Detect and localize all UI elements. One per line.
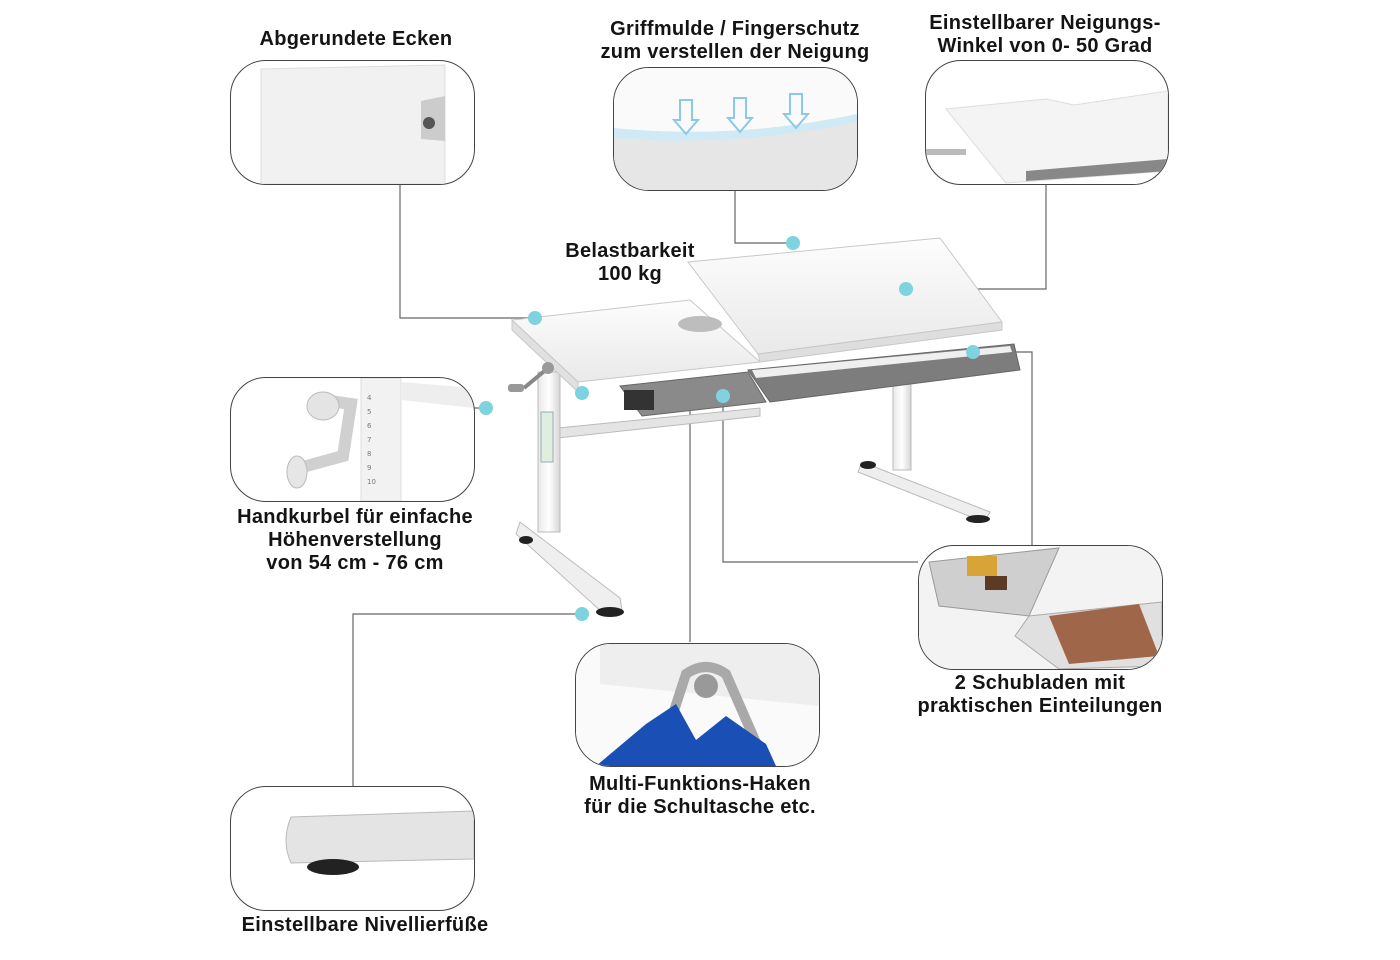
callout-dot-drawer-small [716,389,730,403]
detail-hook [575,643,820,767]
label-leveling-feet: Einstellbare Nivellierfüße [241,914,489,936]
detail-hand-crank: 4 5 6 7 8 9 10 [230,377,475,502]
detail-grip [613,67,858,191]
callout-dot-crank [479,401,493,415]
detail-rounded-corners [230,60,475,185]
scale-mark: 7 [367,436,371,444]
label-grip: Griffmulde / Fingerschutz zum verstellen… [600,18,870,63]
front-leg [515,371,624,617]
down-arrow-icons [671,93,811,136]
detail-drawers [918,545,1163,670]
callout-dot-feet [575,607,589,621]
callout-dot-drawer-large [966,345,980,359]
leader-lines [352,184,1047,786]
label-hook: Multi-Funktions-Haken für die Schultasch… [584,773,816,818]
scale-mark: 9 [367,464,371,472]
height-scale: 4 5 6 7 8 9 10 [367,394,376,486]
callout-dot-hook [575,386,589,400]
label-drawers: 2 Schubladen mit praktischen Einteilunge… [917,672,1163,717]
detail-leveling-feet [230,786,475,911]
label-rounded-corners: Abgerundete Ecken [259,28,453,50]
scale-mark: 10 [367,478,376,486]
desk-tilted-top [687,237,1003,363]
detail-tilt-angle [925,60,1169,185]
label-load-capacity: Belastbarkeit 100 kg [565,240,695,285]
scale-mark: 8 [367,450,371,458]
scale-mark: 4 [367,394,372,402]
callout-dot-corners [528,311,542,325]
label-hand-crank: Handkurbel für einfache Höhenverstellung… [237,506,473,574]
label-tilt: Einstellbarer Neigungs- Winkel von 0- 50… [929,12,1161,57]
scale-mark: 5 [367,408,371,416]
callout-dot-grip [786,236,800,250]
callout-dot-tilt [899,282,913,296]
scale-mark: 6 [367,422,372,430]
callout-dots [479,236,980,621]
desk-flat-section [508,299,762,394]
rear-leg [857,381,991,523]
drawers [619,343,1021,417]
